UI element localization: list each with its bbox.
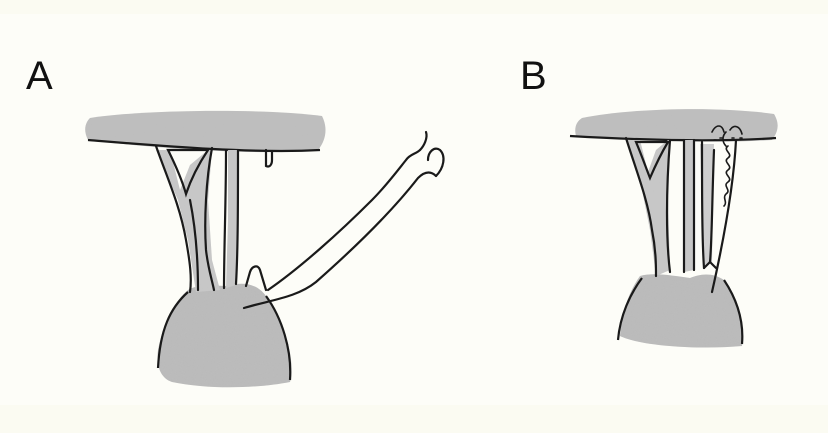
panel-b-reattached-strand	[712, 140, 736, 292]
panel-b-lower-mass	[620, 274, 742, 347]
panel-a-strand-upper	[268, 150, 420, 290]
panel-a-upper-mass	[85, 111, 325, 152]
panel-a-drawing	[85, 111, 443, 387]
panel-b-drawing	[570, 109, 778, 347]
suture-coil	[724, 146, 730, 206]
panel-b-stalk-shade-2	[684, 140, 694, 272]
panel-a-lower-mass	[158, 284, 292, 388]
panel-a-strand-tip	[420, 132, 443, 176]
panel-a-stalk-right-left	[224, 150, 226, 288]
panel-a-small-stub	[266, 150, 272, 167]
